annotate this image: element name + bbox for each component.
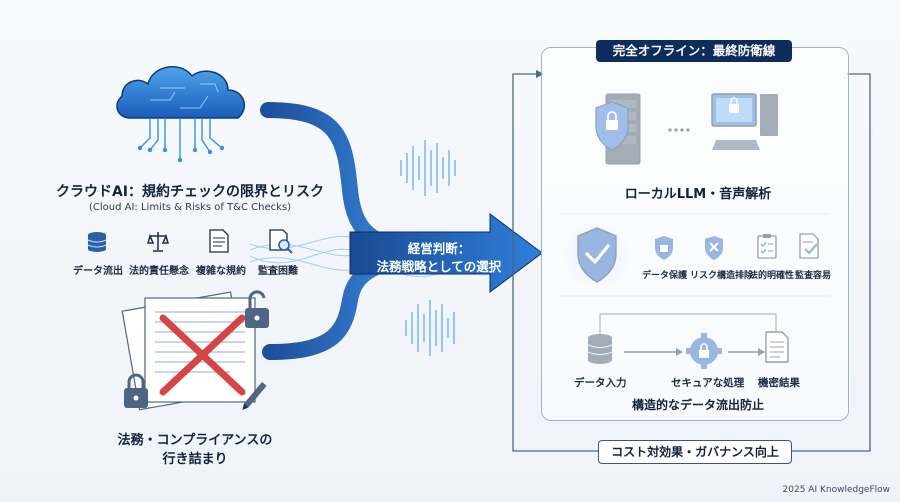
risk-label-data-leak: データ流出	[73, 266, 123, 277]
flow-label-input: データ入力	[574, 377, 627, 389]
cost-governance-box: コスト対効果・ガバナンス向上	[598, 440, 792, 464]
offline-panel	[541, 47, 849, 421]
local-llm-label: ローカルLLM・音声解析	[624, 187, 772, 202]
legal-compliance-title: 法務・コンプライアンスの 行き詰まり	[95, 431, 295, 469]
protection-label-data: データ保護	[642, 271, 688, 281]
arrow-label-line1: 経営判断：	[407, 241, 471, 256]
risk-label-audit-difficulty: 監査困難	[258, 266, 298, 277]
cloud-pipe	[260, 102, 428, 256]
legal-documents-icon	[121, 291, 256, 411]
magnifier-document-icon	[269, 229, 293, 254]
open-padlock-icon	[245, 290, 269, 328]
risk-label-legal-liability: 法的責任懸念	[129, 266, 189, 277]
scales-icon	[147, 232, 169, 252]
cloud-ai-title: クラウドAI：規約チェックの限界とリスク	[55, 184, 325, 200]
document-icon	[209, 229, 229, 253]
protection-label-audit: 監査容易	[795, 271, 832, 281]
protection-label-risk: リスク構造排除	[690, 271, 754, 281]
structural-prevention-label: 構造的なデータ流出防止	[631, 398, 764, 412]
feedback-loop-line	[512, 73, 598, 452]
arrow-label-line2: 法務戦略としての選択	[376, 259, 502, 274]
cloud-icon	[116, 66, 246, 163]
database-icon	[87, 232, 107, 252]
flow-label-process: セキュアな処理	[671, 377, 745, 389]
decision-arrow-label: 経営判断： 法務戦略としての選択	[358, 240, 520, 276]
soundwave-top	[400, 140, 456, 196]
legal-title-line1: 法務・コンプライアンスの	[117, 433, 273, 448]
cloud-ai-subtitle: (Cloud AI: Limits & Risks of T&C Checks)	[88, 202, 291, 213]
panel-title: 完全オフライン：最終防衛線	[596, 40, 792, 62]
flow-label-result: 機密結果	[758, 377, 800, 389]
pen-icon	[242, 382, 267, 410]
soundwave-bottom	[405, 300, 455, 356]
copyright-text: 2025 AI KnowledgeFlow	[782, 485, 890, 495]
protection-label-legal: 法的明確性	[749, 271, 795, 281]
legal-title-line2: 行き詰まり	[162, 452, 228, 467]
padlock-icon	[124, 373, 148, 408]
risk-label-complex-terms: 複雑な規約	[196, 266, 246, 277]
decision-arrow	[349, 213, 543, 293]
